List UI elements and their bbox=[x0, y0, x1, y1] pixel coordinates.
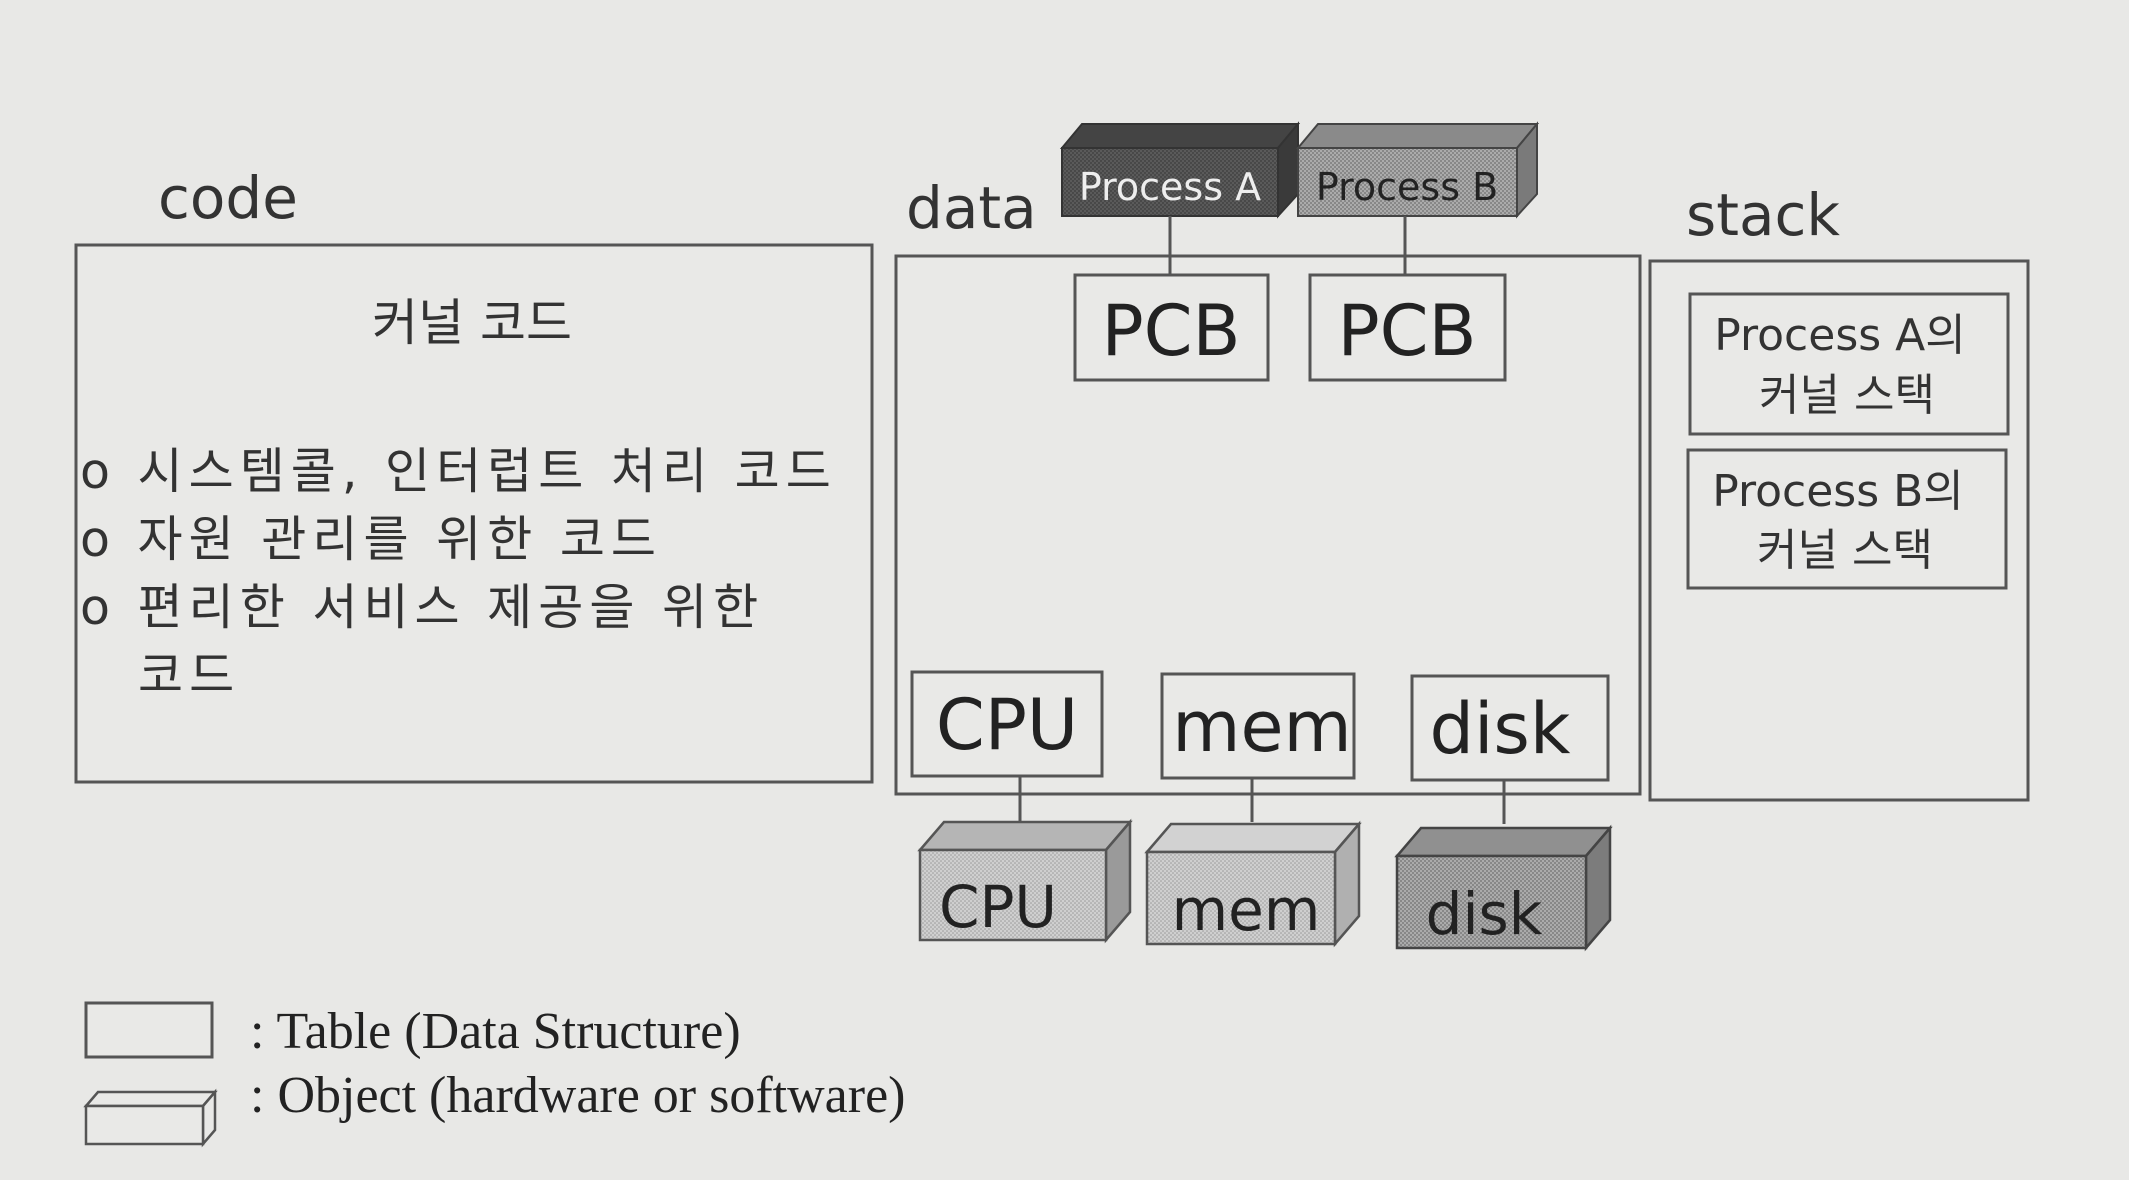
kernel-code-item-service-cont: 코드 bbox=[138, 647, 240, 704]
kernel-code-item-syscall: o 시스템콜, 인터럽트 처리 코드 bbox=[80, 443, 837, 500]
process-a-label: Process A bbox=[1079, 165, 1261, 209]
process-a-object: Process A bbox=[1059, 121, 1301, 219]
kernel-code-item-service: o 편리한 서비스 제공을 위한 bbox=[80, 579, 764, 636]
pcb-b-label: PCB bbox=[1337, 290, 1476, 372]
process-b-kernel-stack bbox=[1686, 448, 2008, 590]
kernel-code-title: 커널 코드 bbox=[372, 294, 572, 352]
cpu-table bbox=[910, 670, 1104, 778]
kernel-code-item-resource: o 자원 관리를 위한 코드 bbox=[80, 511, 662, 568]
process-b-label: Process B bbox=[1316, 165, 1498, 209]
disk-table-label: disk bbox=[1430, 688, 1571, 770]
pcb-a-label: PCB bbox=[1101, 290, 1240, 372]
mem-object-label: mem bbox=[1172, 876, 1321, 944]
stack-section-label: stack bbox=[1686, 181, 1840, 249]
process-a-kernel-stack-line1: Process A의 bbox=[1714, 310, 1965, 361]
code-box bbox=[74, 243, 874, 784]
data-section-label: data bbox=[906, 174, 1037, 242]
process-b-kernel-stack-line1: Process B의 bbox=[1712, 466, 1964, 517]
cpu-object: CPU bbox=[917, 818, 1133, 944]
process-a-kernel-stack bbox=[1688, 292, 2010, 436]
pcb-a-table bbox=[1073, 273, 1270, 382]
legend-object-symbol bbox=[83, 1088, 218, 1148]
legend-table-text: : Table (Data Structure) bbox=[250, 1003, 741, 1060]
legend-table-symbol bbox=[84, 1001, 214, 1059]
mem-object: mem bbox=[1144, 820, 1362, 948]
process-b-object: Process B bbox=[1295, 121, 1540, 219]
legend-object-text: : Object (hardware or software) bbox=[250, 1067, 905, 1124]
cpu-table-label: CPU bbox=[936, 684, 1078, 766]
disk-object-label: disk bbox=[1426, 880, 1543, 948]
disk-object: disk bbox=[1394, 824, 1613, 952]
cpu-object-label: CPU bbox=[939, 873, 1057, 941]
process-a-kernel-stack-line2: 커널 스택 bbox=[1759, 370, 1935, 421]
process-b-kernel-stack-line2: 커널 스택 bbox=[1757, 525, 1933, 576]
mem-table-label: mem bbox=[1172, 686, 1351, 768]
disk-table bbox=[1410, 674, 1610, 782]
mem-table bbox=[1160, 672, 1356, 780]
code-section-label: code bbox=[158, 164, 298, 232]
pcb-b-table bbox=[1308, 273, 1507, 382]
